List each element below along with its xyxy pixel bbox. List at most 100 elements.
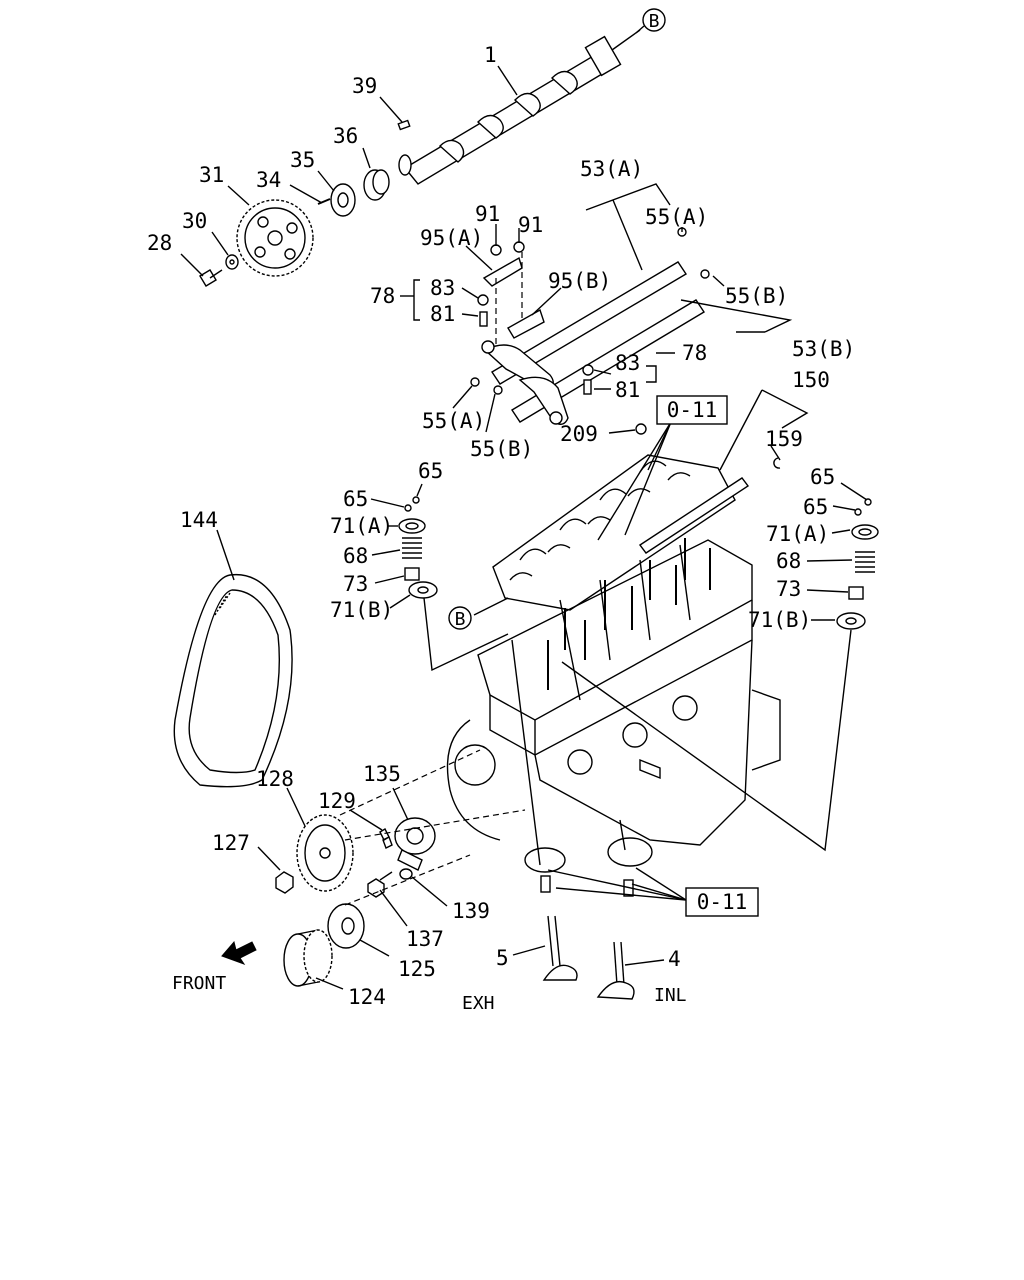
callout-81-left: 81 bbox=[430, 302, 455, 326]
callout-139: 139 bbox=[452, 899, 490, 923]
callout-36: 36 bbox=[333, 124, 358, 148]
callout-128: 128 bbox=[256, 767, 294, 791]
ref-box-top-label: 0-11 bbox=[667, 398, 718, 422]
ref-box-top: 0-11 bbox=[656, 395, 728, 425]
front-label: FRONT bbox=[172, 973, 226, 994]
callout-135: 135 bbox=[363, 762, 401, 786]
rocker-arm-right bbox=[518, 376, 569, 425]
clip-159 bbox=[773, 457, 781, 469]
callout-73-left: 73 bbox=[343, 572, 368, 596]
callout-209: 209 bbox=[560, 422, 598, 446]
ring-55a-low bbox=[470, 377, 480, 387]
callout-4: 4 bbox=[668, 947, 681, 971]
callout-55b-low: 55(B) bbox=[470, 437, 533, 461]
key-39 bbox=[397, 119, 411, 131]
callout-65-right-2: 65 bbox=[803, 495, 828, 519]
valve-spring-left bbox=[398, 496, 438, 599]
callout-39: 39 bbox=[352, 74, 377, 98]
callout-71b-right: 71(B) bbox=[748, 608, 811, 632]
callout-83-right: 83 bbox=[615, 351, 640, 375]
valve-spring-right bbox=[836, 498, 879, 630]
callout-55a-low: 55(A) bbox=[422, 409, 485, 433]
leader-lines bbox=[180, 25, 868, 990]
bolt-137 bbox=[367, 871, 393, 898]
callout-129: 129 bbox=[318, 789, 356, 813]
pushrod-150 bbox=[638, 477, 750, 554]
callout-159: 159 bbox=[765, 427, 803, 451]
callout-53a: 53(A) bbox=[580, 157, 643, 181]
callout-65-left-1: 65 bbox=[418, 459, 443, 483]
callout-127: 127 bbox=[212, 831, 250, 855]
cylinder-head bbox=[477, 538, 753, 756]
nut-83-right bbox=[582, 364, 594, 376]
nut-91a bbox=[490, 244, 502, 256]
callout-78-right: 78 bbox=[682, 341, 707, 365]
washer-30 bbox=[225, 254, 239, 270]
callout-83-left: 83 bbox=[430, 276, 455, 300]
inl-label: INL bbox=[654, 985, 687, 1006]
callout-28: 28 bbox=[147, 231, 172, 255]
sleeve-139 bbox=[399, 868, 413, 880]
exh-label: EXH bbox=[462, 993, 495, 1014]
marker-b-mid: B bbox=[448, 606, 472, 630]
nut-127 bbox=[275, 871, 294, 894]
callout-55b-top: 55(B) bbox=[725, 284, 788, 308]
arrow-left-down-icon bbox=[221, 940, 257, 965]
callout-55a-top: 55(A) bbox=[645, 205, 708, 229]
callout-150: 150 bbox=[792, 368, 830, 392]
callout-95a: 95(A) bbox=[420, 226, 483, 250]
bearing-36 bbox=[363, 169, 390, 201]
rocker-shaft-53a bbox=[491, 261, 687, 385]
marker-b-mid-label: B bbox=[455, 609, 466, 630]
callout-labels: 1 39 36 35 34 31 30 28 53(A) 55(A) 91 91… bbox=[147, 43, 855, 1009]
engine-block bbox=[446, 639, 781, 846]
callout-30: 30 bbox=[182, 209, 207, 233]
nut-91b bbox=[513, 241, 525, 253]
callout-68-left: 68 bbox=[343, 544, 368, 568]
bolt-28 bbox=[199, 269, 223, 287]
callout-65-left-2: 65 bbox=[343, 487, 368, 511]
callout-34: 34 bbox=[256, 168, 281, 192]
callout-65-right-1: 65 bbox=[810, 465, 835, 489]
valve-guide-left bbox=[524, 847, 566, 893]
callout-144: 144 bbox=[180, 508, 218, 532]
callout-124: 124 bbox=[348, 985, 386, 1009]
callout-31: 31 bbox=[199, 163, 224, 187]
cylinder-head-cover bbox=[492, 454, 736, 611]
callout-81-right: 81 bbox=[615, 378, 640, 402]
valve-4-inl bbox=[596, 941, 635, 1000]
callout-5: 5 bbox=[496, 946, 509, 970]
callout-68-right: 68 bbox=[776, 549, 801, 573]
marker-b-top-label: B bbox=[649, 11, 660, 32]
gear-128 bbox=[296, 814, 354, 892]
callout-125: 125 bbox=[398, 957, 436, 981]
crank-pulley-124 bbox=[283, 929, 333, 987]
ring-55b-top bbox=[700, 269, 710, 279]
timing-belt-144 bbox=[173, 573, 293, 788]
gasket-209 bbox=[635, 423, 647, 435]
callout-71b-left: 71(B) bbox=[330, 598, 393, 622]
rocker-shaft-53b bbox=[511, 299, 705, 423]
callout-137: 137 bbox=[406, 927, 444, 951]
callout-73-right: 73 bbox=[776, 577, 801, 601]
callout-71a-right: 71(A) bbox=[766, 522, 829, 546]
callout-53b: 53(B) bbox=[792, 337, 855, 361]
callout-95b: 95(B) bbox=[548, 269, 611, 293]
spring-129 bbox=[379, 828, 393, 849]
callout-1: 1 bbox=[484, 43, 497, 67]
ref-box-bottom: 0-11 bbox=[685, 887, 759, 917]
valve-5-exh bbox=[542, 915, 578, 981]
washer-35 bbox=[330, 183, 356, 217]
washer-125 bbox=[327, 903, 365, 949]
callout-35: 35 bbox=[290, 148, 315, 172]
screw-81-right bbox=[583, 379, 592, 395]
callout-91a: 91 bbox=[475, 202, 500, 226]
bracket-95b bbox=[507, 252, 545, 339]
marker-b-top: B bbox=[642, 8, 666, 32]
ref-box-bottom-label: 0-11 bbox=[697, 890, 748, 914]
cam-gear-31 bbox=[236, 199, 314, 277]
pin-34 bbox=[317, 198, 331, 205]
screw-81-left bbox=[479, 311, 488, 327]
ring-55b-low bbox=[493, 385, 503, 395]
nut-83-left bbox=[477, 294, 489, 306]
